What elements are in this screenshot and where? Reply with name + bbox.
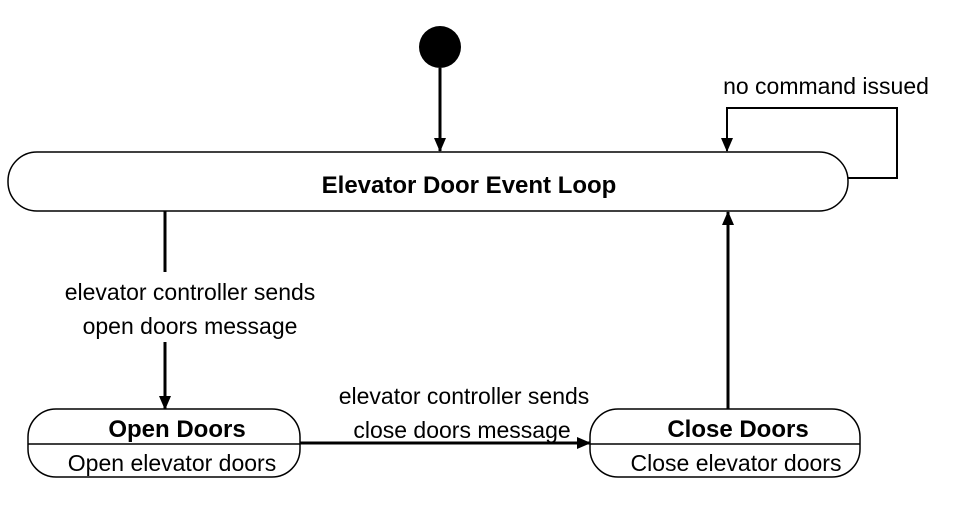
- open-transition-label-line-2: open doors message: [83, 313, 298, 339]
- close-transition-label-line-1: elevator controller sends: [339, 383, 590, 409]
- self-loop-transition-arrow: [721, 107, 898, 179]
- event-loop-state-title: Elevator Door Event Loop: [322, 172, 617, 199]
- open-transition-label-line-1: elevator controller sends: [65, 279, 316, 305]
- self-loop-label: no command issued: [723, 73, 929, 99]
- initial-state-node: [419, 26, 461, 68]
- event-loop-state: [7, 151, 849, 212]
- close-doors-state-title: Close Doors: [667, 416, 808, 443]
- open-doors-state-title: Open Doors: [108, 416, 245, 443]
- close-doors-state: [589, 408, 861, 478]
- close-transition-label-line-2: close doors message: [353, 417, 570, 443]
- close-doors-state-action: Close elevator doors: [631, 450, 842, 476]
- open-doors-state-action: Open elevator doors: [68, 450, 276, 476]
- open-transition-label-background: [32, 272, 348, 342]
